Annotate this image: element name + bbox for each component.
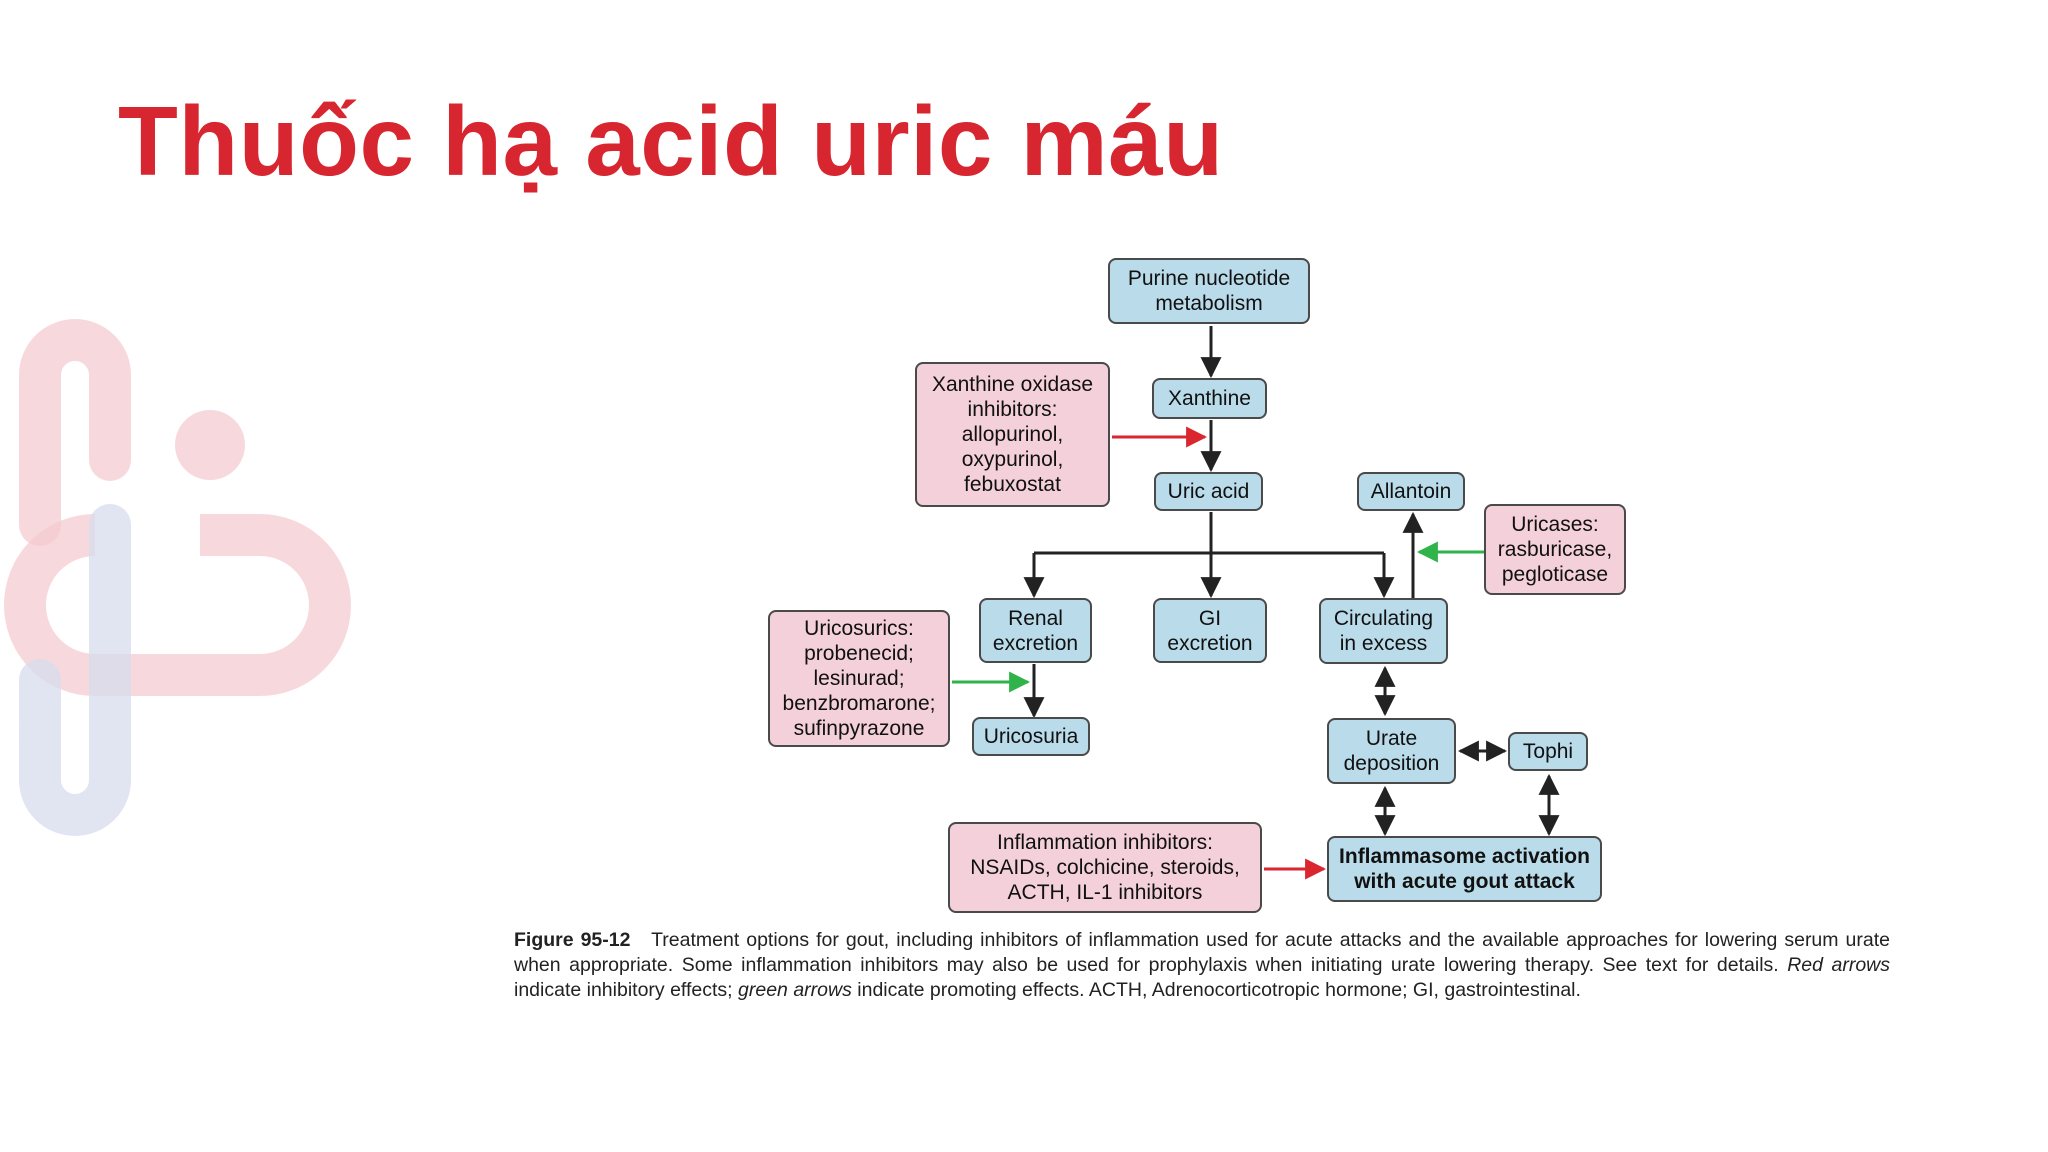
figure-caption: Figure 95-12 Treatment options for gout,… bbox=[514, 928, 1890, 1003]
node-circulating-excess: Circulating in excess bbox=[1319, 598, 1448, 664]
node-uricosuria: Uricosuria bbox=[972, 717, 1090, 756]
caption-red-arrows: Red arrows bbox=[1787, 954, 1891, 976]
drug-inflammation-inhibitors: Inflammation inhibitors: NSAIDs, colchic… bbox=[948, 822, 1262, 913]
node-purine-metabolism: Purine nucleotide metabolism bbox=[1108, 258, 1310, 324]
node-tophi: Tophi bbox=[1508, 732, 1588, 771]
node-inflammasome-activation: Inflammasome activation with acute gout … bbox=[1327, 836, 1602, 902]
drug-uricases: Uricases: rasburicase, pegloticase bbox=[1484, 504, 1626, 595]
node-urate-deposition: Urate deposition bbox=[1327, 718, 1456, 784]
drug-xanthine-oxidase-inhibitors: Xanthine oxidase inhibitors: allopurinol… bbox=[915, 362, 1110, 507]
figure-label: Figure 95-12 bbox=[514, 929, 631, 951]
node-allantoin: Allantoin bbox=[1357, 472, 1465, 511]
caption-text-3: indicate promoting effects. ACTH, Adreno… bbox=[857, 979, 1581, 1001]
node-xanthine: Xanthine bbox=[1152, 378, 1267, 419]
caption-green-arrows: green arrows bbox=[738, 979, 852, 1001]
node-uric-acid: Uric acid bbox=[1154, 472, 1263, 511]
brand-logo-icon bbox=[4, 319, 351, 836]
drug-uricosurics: Uricosurics: probenecid; lesinurad; benz… bbox=[768, 610, 950, 747]
slide-title: Thuốc hạ acid uric máu bbox=[118, 86, 1224, 196]
node-gi-excretion: GI excretion bbox=[1153, 598, 1267, 663]
caption-text-2: indicate inhibitory effects; bbox=[514, 979, 733, 1001]
node-renal-excretion: Renal excretion bbox=[979, 598, 1092, 663]
caption-text-1: Treatment options for gout, including in… bbox=[514, 929, 1890, 976]
